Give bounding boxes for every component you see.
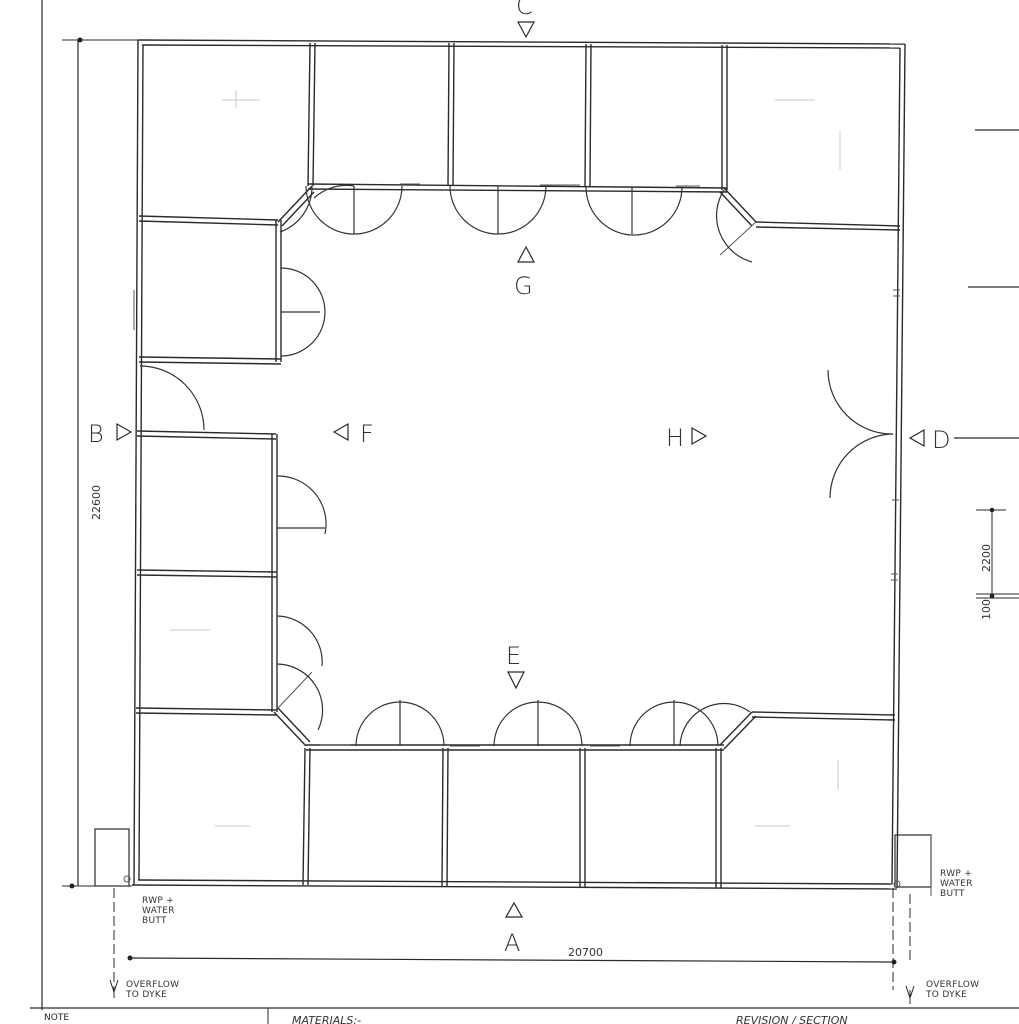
section-marker-labels: C G B F H D E A [88, 0, 1019, 957]
dimension-2200-text: 2200 [980, 544, 993, 572]
marker-f: F [360, 420, 374, 448]
top-corner-walls [277, 185, 757, 256]
rwp-left-line1: RWP + [142, 896, 174, 906]
overflow-right-line2: TO DYKE [925, 990, 967, 1000]
outer-walls [131, 39, 906, 890]
side-dimensions: 2200 100 [976, 507, 1019, 620]
rwp-right-line1: RWP + [940, 869, 972, 879]
overflow-left-line1: OVERFLOW [126, 980, 179, 990]
rwp-right-note: RWP + WATER BUTT [940, 869, 973, 899]
marker-c: C [516, 0, 533, 20]
dimension-height-text: 22600 [90, 485, 103, 520]
dimension-100-text: 100 [980, 599, 993, 620]
bottom-cells [215, 744, 839, 888]
water-butts [94, 828, 932, 896]
overflow-left-note: OVERFLOW TO DYKE [109, 979, 179, 1000]
revision-text: REVISION / SECTION [736, 1014, 848, 1024]
overflow-left-line2: TO DYKE [125, 990, 167, 1000]
rwp-left-note: RWP + WATER BUTT [142, 896, 175, 926]
right-cells [751, 221, 901, 721]
section-marker-triangles [116, 21, 925, 918]
marker-h: H [666, 424, 684, 452]
marker-g: G [514, 272, 533, 300]
width-dimension: 20700 [113, 888, 911, 990]
rwp-right-line2: WATER [940, 879, 973, 889]
marker-e: E [506, 642, 521, 670]
rwp-right-line3: BUTT [940, 889, 965, 899]
height-dimension: 22600 [62, 37, 138, 889]
overflow-right-line1: OVERFLOW [926, 980, 979, 990]
left-cells [133, 215, 282, 716]
sheet-border [30, 0, 1019, 1024]
overflow-right-note: OVERFLOW TO DYKE [905, 980, 979, 1004]
marker-b: B [88, 420, 104, 448]
rwp-left-line2: WATER [142, 906, 175, 916]
note-label: NOTE [44, 1013, 69, 1023]
marker-d: D [932, 426, 950, 454]
title-block: NOTE MATERIALS:- REVISION / SECTION [44, 1013, 848, 1024]
bottom-corner-walls [273, 671, 757, 750]
rwp-left-line3: BUTT [142, 916, 167, 926]
materials-label: MATERIALS:- [292, 1014, 361, 1024]
top-cells [222, 42, 841, 193]
marker-a: A [504, 929, 520, 957]
dimension-width-text: 20700 [568, 946, 603, 959]
door-swings [139, 184, 894, 747]
